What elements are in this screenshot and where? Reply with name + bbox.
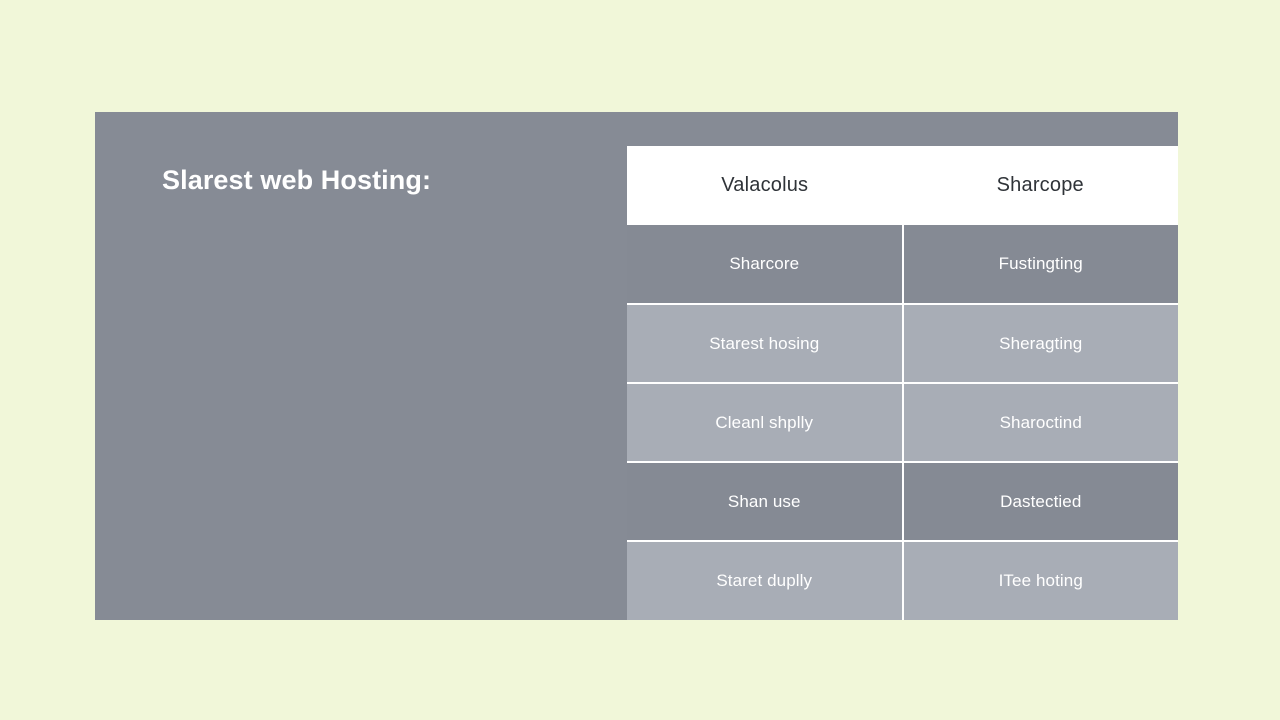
comparison-table-container: Valacolus Sharcope Sharcore Fustingting …: [627, 146, 1178, 620]
table-cell-col2: ITee hoting: [902, 541, 1178, 620]
title-area: Slarest web Hosting:: [95, 112, 627, 620]
table-cell-col2: Sharoctind: [902, 383, 1178, 463]
table-body: Sharcore Fustingting Starest hosing Sher…: [627, 225, 1178, 620]
column-header-2: Sharcope: [902, 146, 1178, 225]
table-header-row: Valacolus Sharcope: [627, 146, 1178, 225]
table-cell-col2: Dastectied: [902, 462, 1178, 542]
table-row: Starest hosing Sheragting: [627, 304, 1178, 384]
comparison-table: Valacolus Sharcope Sharcore Fustingting …: [627, 146, 1178, 620]
table-cell-col1: Starest hosing: [627, 304, 904, 384]
table-cell-col1: Sharcore: [627, 225, 904, 305]
table-row: Shan use Dastectied: [627, 462, 1178, 542]
table-row: Cleanl shplly Sharoctind: [627, 383, 1178, 463]
table-row: Staret duplly ITee hoting: [627, 541, 1178, 620]
table-cell-col2: Sheragting: [902, 304, 1178, 384]
table-cell-col1: Shan use: [627, 462, 904, 542]
table-cell-col1: Cleanl shplly: [627, 383, 904, 463]
table-row: Sharcore Fustingting: [627, 225, 1178, 305]
table-cell-col1: Staret duplly: [627, 541, 904, 620]
content-panel: Slarest web Hosting: Valacolus Sharcope …: [95, 112, 1178, 620]
table-cell-col2: Fustingting: [902, 225, 1178, 305]
page-title: Slarest web Hosting:: [162, 165, 432, 195]
table-header: Valacolus Sharcope: [627, 146, 1178, 225]
column-header-1: Valacolus: [627, 146, 903, 225]
